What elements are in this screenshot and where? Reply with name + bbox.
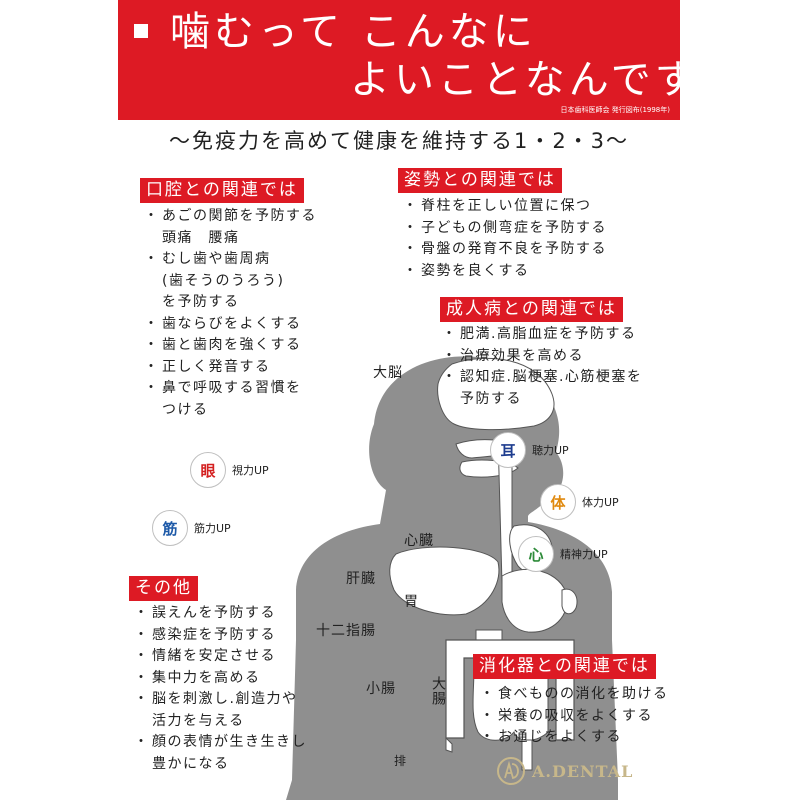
muscle-badge-label: 筋力UP: [194, 522, 231, 535]
label-heart: 心臓: [404, 533, 434, 549]
other-benefit-list: ・誤えんを予防する ・感染症を予防する ・情緒を安定させる ・集中力を高める ・…: [134, 603, 307, 775]
section-heading-adult-disease: 成人病との関連では: [440, 297, 623, 322]
adult-disease-benefit-list: ・肥満.高脂血症を予防する ・治療効果を高める ・認知症.脳梗塞.心筋梗塞を予防…: [442, 324, 642, 410]
title-line-2: よいことなんです!: [350, 57, 719, 103]
eye-badge: 眼 視力UP: [190, 452, 269, 488]
list-item: ・あごの関節を予防する頭痛 腰痛: [144, 208, 317, 246]
list-item: ・鼻で呼吸する習慣をつける: [144, 380, 302, 418]
list-item: ・骨盤の発育不良を予防する: [403, 241, 607, 257]
brand-emblem-icon: [497, 757, 525, 785]
label-duodenum: 十二指腸: [316, 623, 376, 639]
list-item: ・認知症.脳梗塞.心筋梗塞を予防する: [442, 369, 643, 407]
label-liver: 肝臓: [346, 571, 376, 587]
list-item: ・脊柱を正しい位置に保つ: [403, 198, 592, 214]
list-item: ・肥満.高脂血症を予防する: [442, 326, 637, 342]
list-item: ・集中力を高める: [134, 669, 261, 686]
body-illustration: [286, 356, 618, 800]
poster: 噛むって こんなに よいことなんです! 日本歯科医師会 発行図布(1998年) …: [118, 0, 715, 800]
appendix: [445, 736, 453, 753]
ear-icon: 耳: [490, 432, 526, 468]
list-item: ・情緒を安定させる: [134, 648, 276, 664]
section-heading-digestive: 消化器との関連では: [473, 654, 656, 679]
list-item: ・食べものの消化を助ける: [480, 686, 669, 702]
stamina-badge: 体 体力UP: [540, 484, 619, 520]
posture-benefit-list: ・脊柱を正しい位置に保つ ・子どもの側弯症を予防する ・骨盤の発育不良を予防する…: [403, 196, 607, 282]
oral-benefit-list: ・あごの関節を予防する頭痛 腰痛 ・むし歯や歯周病(歯そうのうろう)を予防する …: [144, 206, 317, 421]
label-anus: 排: [394, 754, 408, 768]
mental-badge-label: 精神力UP: [560, 548, 608, 561]
list-item: ・感染症を予防する: [134, 626, 276, 643]
title-line-1: 噛むって こんなに: [170, 9, 537, 55]
body-icon: 体: [540, 484, 576, 520]
list-item: ・栄養の吸収をよくする: [480, 707, 653, 724]
title-banner: 噛むって こんなに よいことなんです! 日本歯科医師会 発行図布(1998年): [118, 0, 715, 120]
liver-organ: [389, 546, 500, 616]
list-item: ・誤えんを予防する: [134, 605, 276, 621]
rectum: [521, 739, 533, 771]
list-item: ・お通じをよくする: [480, 729, 622, 745]
list-item: ・子どもの側弯症を予防する: [403, 219, 607, 236]
list-item: ・顔の表情が生き生きし豊かになる: [134, 734, 307, 772]
title-square-marker: [134, 24, 148, 38]
label-brain: 大脳: [373, 365, 403, 381]
digestive-benefit-list: ・食べものの消化を助ける ・栄養の吸収をよくする ・お通じをよくする: [480, 684, 669, 749]
ear-badge-label: 聴力UP: [532, 444, 569, 457]
duodenum-tube: [475, 629, 503, 641]
mental-badge: 心 精神力UP: [518, 536, 608, 572]
label-small-intestine: 小腸: [366, 681, 396, 697]
label-large-intestine: 大腸: [430, 676, 446, 706]
brand-logo: A.DENTAL: [496, 756, 633, 786]
list-item: ・歯と歯肉を強くする: [144, 337, 302, 353]
spleen-organ: [561, 588, 578, 615]
heart-icon: 心: [518, 536, 554, 572]
list-item: ・治療効果を高める: [442, 347, 584, 364]
muscle-badge: 筋 筋力UP: [152, 510, 231, 546]
list-item: ・正しく発音する: [144, 358, 271, 375]
brand-name: A.DENTAL: [532, 761, 634, 781]
section-heading-oral: 口腔との関連では: [140, 178, 304, 203]
eye-icon: 眼: [190, 452, 226, 488]
list-item: ・脳を刺激し.創造力や活力を与える: [134, 691, 298, 729]
muscle-icon: 筋: [152, 510, 188, 546]
ear-badge: 耳 聴力UP: [490, 432, 569, 468]
list-item: ・むし歯や歯周病(歯そうのうろう)を予防する: [144, 251, 285, 310]
section-heading-other: その他: [129, 576, 198, 601]
subtitle: ～免疫力を高めて健康を維持する1・2・3～: [168, 129, 630, 153]
list-item: ・姿勢を良くする: [403, 262, 530, 279]
label-stomach: 胃: [404, 594, 419, 610]
stamina-badge-label: 体力UP: [582, 496, 619, 509]
brain-shape: [437, 357, 555, 431]
eye-badge-label: 視力UP: [232, 464, 269, 477]
section-heading-posture: 姿勢との関連では: [398, 168, 562, 193]
list-item: ・歯ならびをよくする: [144, 315, 302, 332]
publisher-credit: 日本歯科医師会 発行図布(1998年): [560, 106, 670, 114]
